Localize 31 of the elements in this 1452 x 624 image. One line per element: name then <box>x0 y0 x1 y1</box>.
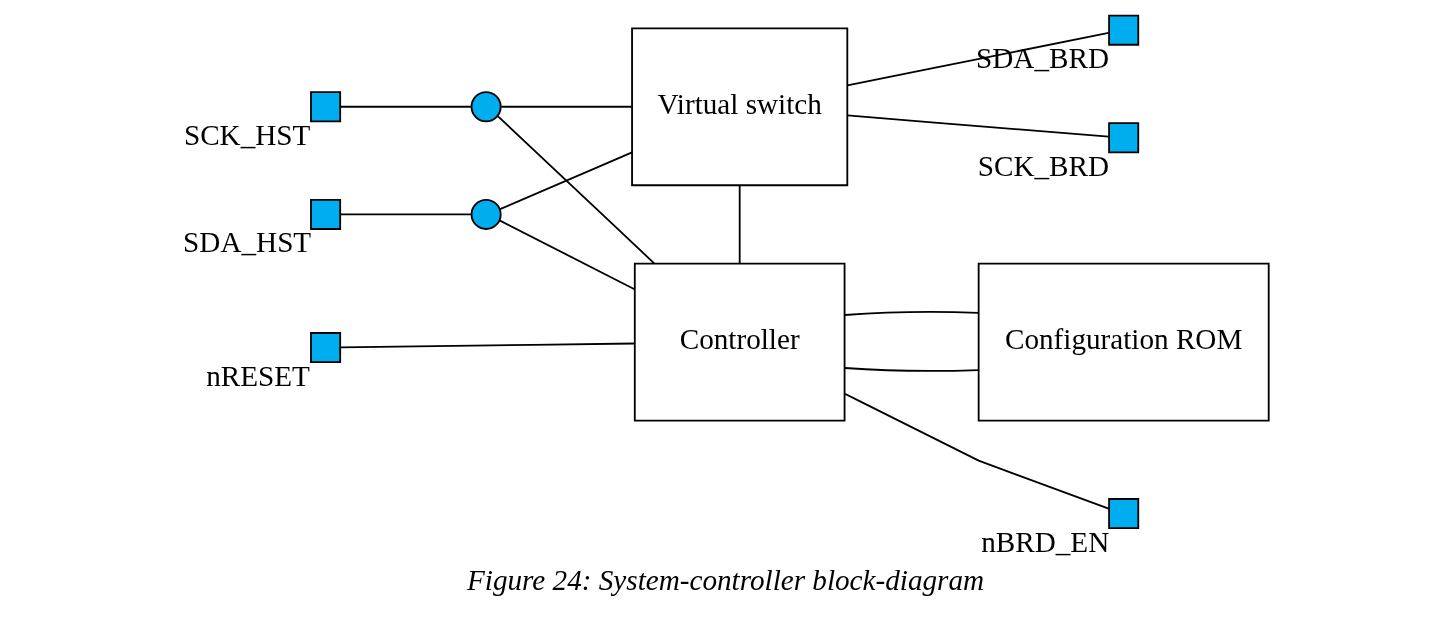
connector <box>340 342 636 349</box>
node-label: SDA_BRD <box>976 42 1109 75</box>
connector <box>339 105 472 108</box>
connector <box>500 105 633 108</box>
node-label: SDA_HST <box>183 226 312 259</box>
connector <box>846 31 1110 87</box>
connector <box>844 311 980 316</box>
node-box <box>1108 498 1140 530</box>
node-box: Controller <box>633 262 846 422</box>
connector <box>499 219 636 291</box>
node-box <box>310 198 342 230</box>
connector <box>846 114 1110 138</box>
node-box <box>1108 14 1140 46</box>
node-box <box>310 91 342 123</box>
connector <box>843 392 1110 510</box>
connector <box>497 115 656 265</box>
node-box: Configuration ROM <box>977 262 1270 422</box>
node-box <box>1108 122 1140 154</box>
node-box <box>310 332 342 364</box>
connector <box>844 367 980 372</box>
node-circle <box>470 198 502 230</box>
connector <box>738 184 741 265</box>
node-circle <box>470 91 502 123</box>
connector <box>499 151 633 211</box>
connector <box>339 213 472 216</box>
node-box: Virtual switch <box>631 27 849 187</box>
caption: Figure 24: System-controller block-diagram <box>466 563 985 596</box>
node-label: SCK_BRD <box>977 149 1110 182</box>
node-label: nRESET <box>206 359 310 392</box>
node-label: nBRD_EN <box>981 525 1110 558</box>
node-label: SCK_HST <box>183 118 311 151</box>
